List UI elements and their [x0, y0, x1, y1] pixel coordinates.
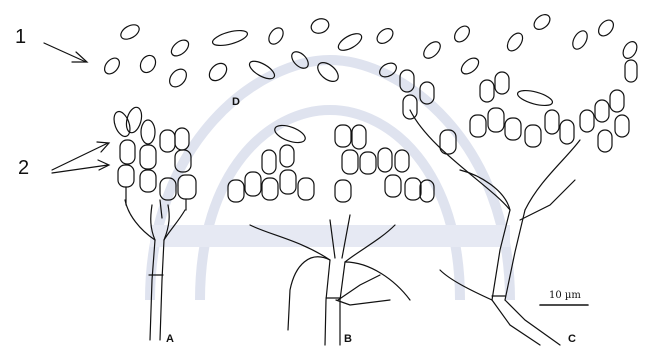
label-two: 2 — [18, 157, 29, 180]
conidiophore-c — [400, 60, 637, 345]
conidiophore-b — [228, 122, 434, 345]
scale-bar-label: 10 µm — [549, 290, 581, 301]
panel-label-a: A — [166, 333, 174, 345]
label-one: 1 — [15, 26, 26, 49]
scattered-conidia — [102, 12, 640, 91]
panel-label-b: B — [344, 333, 352, 345]
pointer-arrows — [44, 43, 109, 173]
panel-label-d: D — [232, 96, 240, 108]
panel-label-c: C — [568, 333, 576, 345]
conidiophore-a — [111, 106, 196, 340]
